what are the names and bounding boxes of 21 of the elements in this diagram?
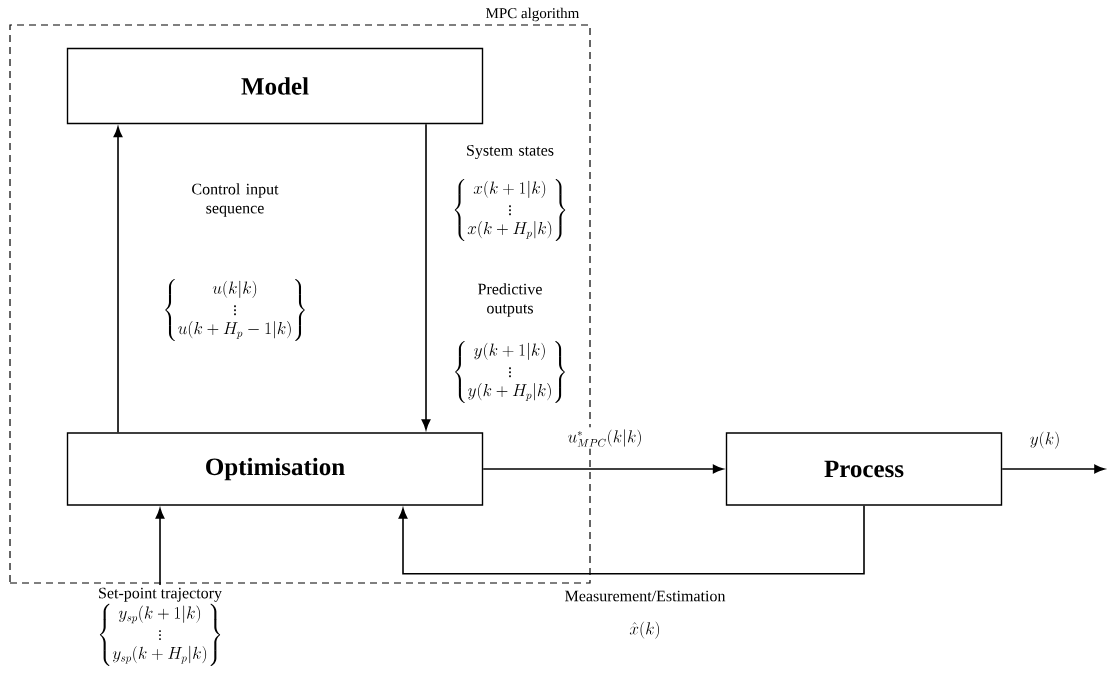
label-text: System states xyxy=(467,145,554,159)
formula: $\left\{\begin{matrix} y(k+1|k)\\ \vdots \\ y(k+H_p|k)\end{matrix}\right\}$ xyxy=(455,340,565,404)
formula: $\left\{\begin{matrix} x(k+1|k)\\ \vdots \\ x(k+H_p|k)\end{matrix}\right\}$ xyxy=(454,178,566,242)
arrow xyxy=(1001,464,1105,474)
input-text: Set-point trajectory $\left\{\begin{matrix} y_{sp}(k+1|k)\\ \vdots \\ y_{sp}(k+H_p|k)\end{matrix}\right\}$ xyxy=(99,587,222,666)
edge-label: $y(k)$ xyxy=(1027,429,1063,451)
label-text: Predictive outputs xyxy=(478,283,542,317)
arrow xyxy=(113,126,123,434)
formula: $\hat{x}(k)$ xyxy=(629,621,660,639)
arrow xyxy=(421,123,431,430)
edge-label: $u^{*}_{MPC}(k|k)$ xyxy=(565,427,645,449)
arrow xyxy=(398,504,865,575)
block-box: Model xyxy=(66,47,484,125)
arrow xyxy=(155,508,165,586)
block-box: Optimisation xyxy=(66,432,484,506)
frame-heading: MPC algorithm xyxy=(486,7,580,22)
arrow xyxy=(482,464,724,474)
edge-label: Measurement/Estimation xyxy=(562,588,728,604)
formula: $\left\{\begin{matrix} u(k|k)\\ \vdots \\ u(k+H_p-1|k)\end{matrix}\right\}$ xyxy=(165,278,305,342)
label-text: Control input sequence xyxy=(192,183,279,217)
block-box: Process xyxy=(725,432,1003,506)
